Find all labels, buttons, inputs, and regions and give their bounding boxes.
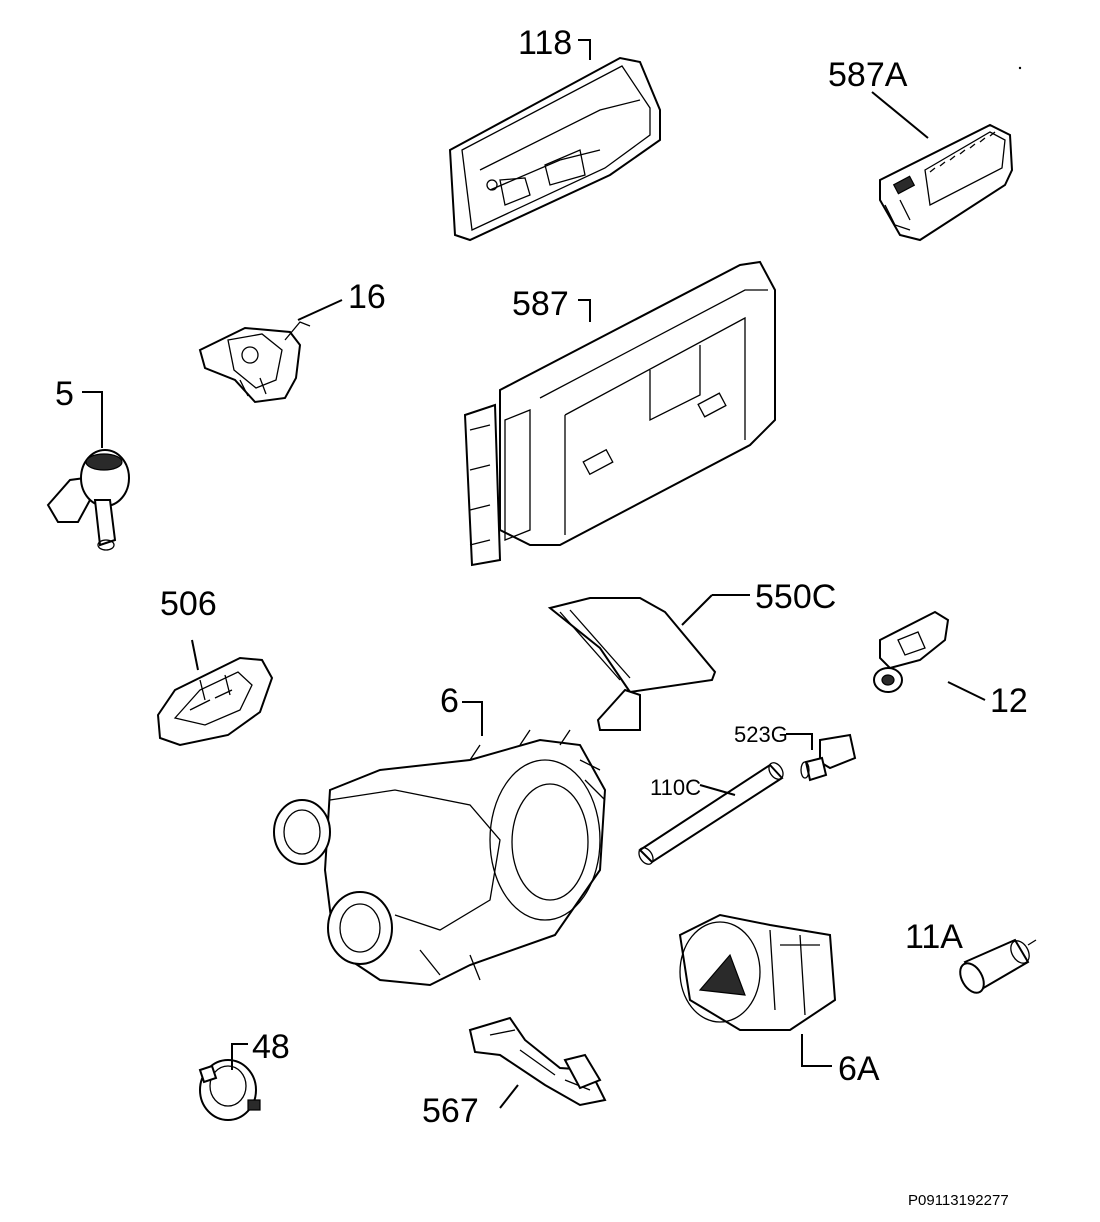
label-587A: 587A [828, 56, 908, 94]
part-523G-drawing[interactable] [800, 733, 857, 782]
stray-dot [1018, 66, 1022, 70]
label-506: 506 [160, 585, 217, 623]
part-11A-drawing[interactable] [955, 938, 1037, 997]
part-567-drawing[interactable] [468, 1016, 607, 1107]
label-110C: 110C [650, 775, 701, 800]
leader-12 [947, 681, 986, 701]
label-12: 12 [990, 682, 1028, 720]
leader-118 [578, 39, 591, 60]
part-587A-drawing[interactable] [879, 123, 1014, 242]
leader-6 [462, 701, 483, 736]
label-523G: 523G [734, 722, 788, 747]
label-16: 16 [348, 278, 386, 316]
leader-6A [801, 1034, 832, 1067]
part-587-drawing[interactable] [463, 260, 776, 567]
part-118-drawing[interactable] [448, 56, 661, 242]
part-16-drawing[interactable] [198, 321, 311, 404]
leader-506 [191, 639, 199, 671]
reference-code: P09113192277 [908, 1192, 1009, 1209]
leader-523G [786, 733, 813, 750]
label-6A: 6A [838, 1050, 880, 1088]
label-587: 587 [512, 285, 569, 323]
part-48-drawing[interactable] [198, 1059, 261, 1121]
label-567: 567 [422, 1092, 479, 1130]
label-118: 118 [518, 24, 572, 62]
part-6-drawing[interactable] [273, 729, 607, 987]
leader-110C [699, 784, 736, 796]
label-48: 48 [252, 1028, 290, 1066]
part-6A-drawing[interactable] [678, 913, 837, 1031]
label-5: 5 [55, 375, 74, 413]
leader-567 [499, 1084, 519, 1109]
part-12-drawing[interactable] [873, 610, 950, 693]
part-550C-drawing[interactable] [547, 597, 717, 731]
leader-587 [578, 299, 591, 322]
part-506-drawing[interactable] [156, 656, 274, 747]
leader-16 [297, 299, 343, 321]
label-6: 6 [440, 682, 459, 720]
leader-5 [82, 391, 103, 448]
leader-587A [871, 91, 929, 139]
label-11A: 11A [905, 918, 963, 956]
leader-48 [231, 1043, 248, 1070]
leader-550C [681, 594, 713, 626]
label-550C: 550C [755, 578, 836, 616]
part-5-drawing[interactable] [46, 449, 130, 551]
